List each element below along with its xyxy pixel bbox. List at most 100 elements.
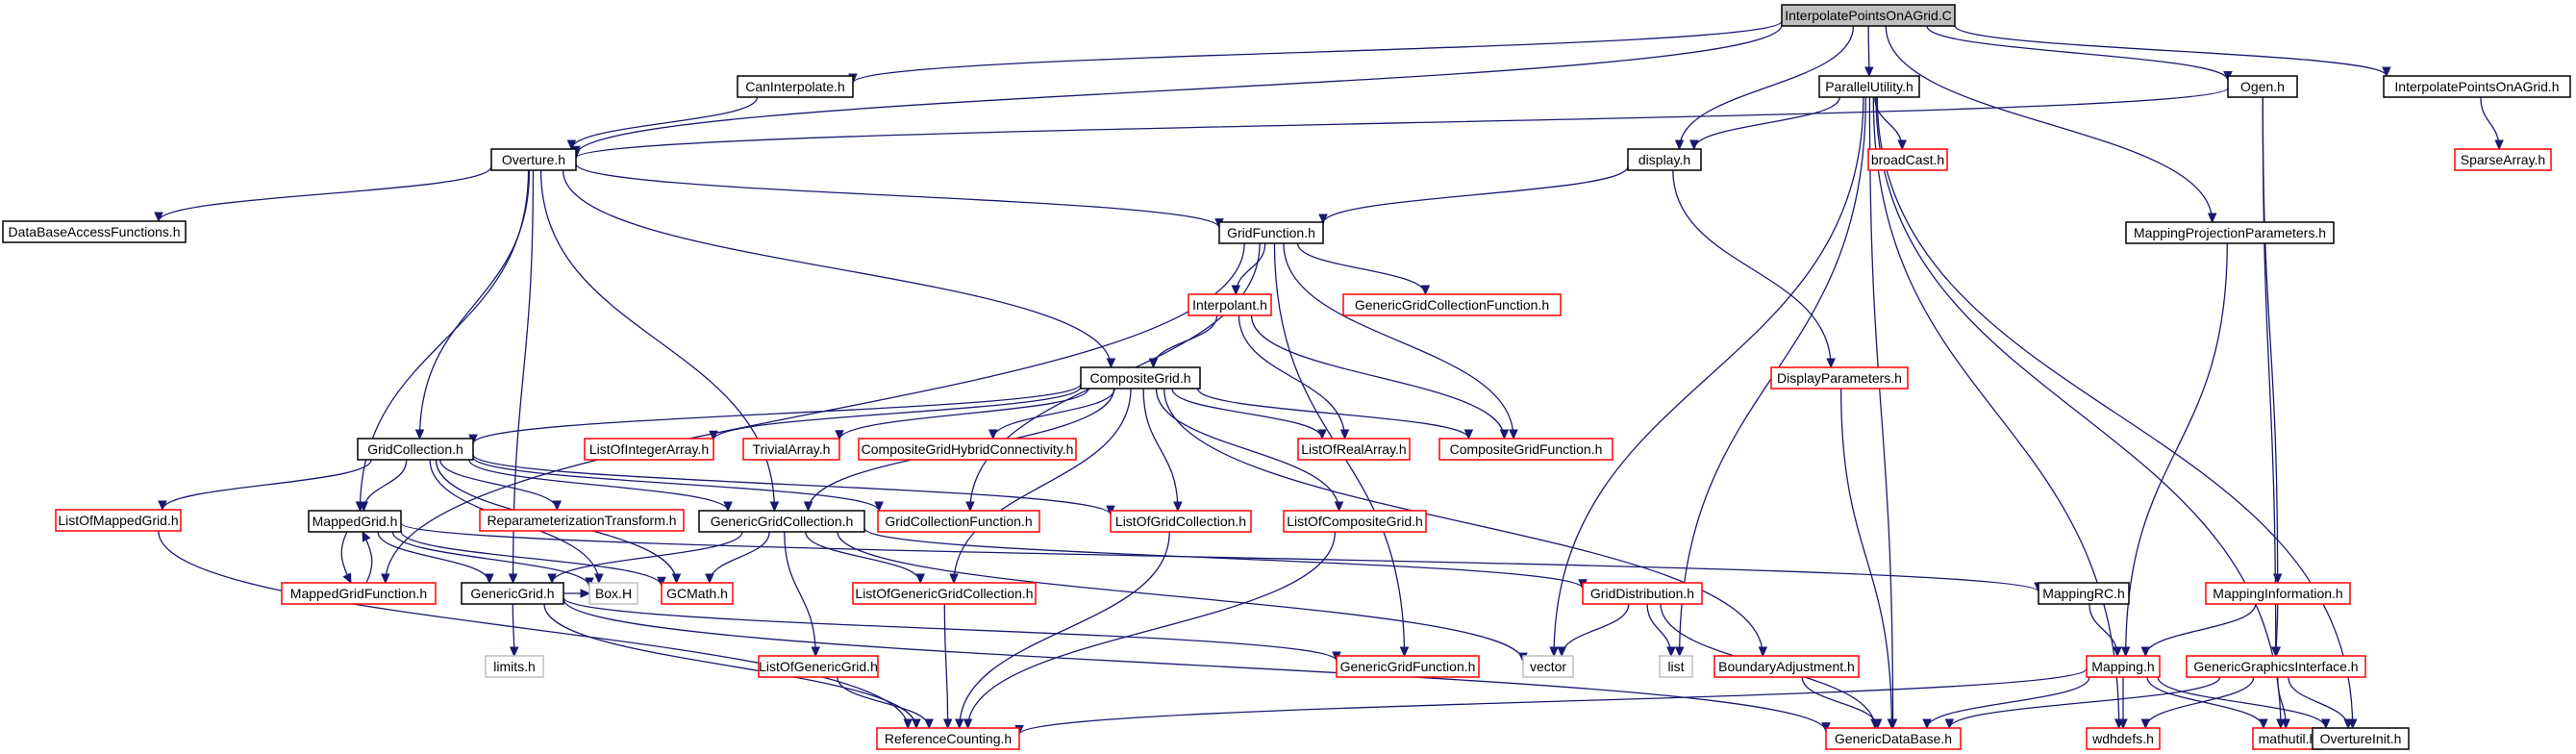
node-box-root <box>1781 4 1956 27</box>
edge-compositegrid-to-listofcompositegrid <box>1155 388 1340 512</box>
node-genericdatabase[interactable]: GenericDataBase.h <box>1825 727 1962 750</box>
arrowhead-parallelutility-to-list <box>1674 646 1685 658</box>
node-gridcollectionfunction[interactable]: GridCollectionFunction.h <box>877 510 1040 533</box>
node-vector[interactable]: vector <box>1522 655 1574 678</box>
arrowhead-compositegrid-to-compositegridhybridconnectivity <box>988 429 998 440</box>
arrowhead-interpolatepointsonagrid_h-to-sparsearray <box>2494 139 2504 151</box>
node-overtureinit[interactable]: OvertureInit.h <box>2312 727 2410 750</box>
node-databaseaccessfunctions[interactable]: DataBaseAccessFunctions.h <box>2 220 187 243</box>
node-list[interactable]: list <box>1659 655 1693 678</box>
node-referencecounting[interactable]: ReferenceCounting.h <box>876 727 1020 750</box>
node-label-boundaryadjustment: BoundaryAdjustment.h <box>1718 659 1855 674</box>
node-genericgrid[interactable]: GenericGrid.h <box>461 582 564 605</box>
node-genericgridcollectionfunction[interactable]: GenericGridCollectionFunction.h <box>1342 293 1562 316</box>
node-interpolatepointsonagrid_h[interactable]: InterpolatePointsOnAGrid.h <box>2383 75 2571 98</box>
arrowhead-gridfunction-to-compositegridfunction <box>1509 429 1518 440</box>
node-box-boundaryadjustment <box>1713 655 1860 678</box>
node-genericgridcollection[interactable]: GenericGridCollection.h <box>698 510 865 533</box>
arrowhead-compositegrid-to-listofcompositegrid <box>1334 501 1344 513</box>
node-wdhdefs[interactable]: wdhdefs.h <box>2086 727 2161 750</box>
node-gcmath[interactable]: GCMath.h <box>661 582 734 605</box>
node-genericgridfunction[interactable]: GenericGridFunction.h <box>1336 655 1480 678</box>
node-box-mapping <box>2086 655 2161 678</box>
arrowhead-genericgraphicsinterface-to-overtureinit <box>2343 718 2353 730</box>
node-listofintegerarray[interactable]: ListOfIntegerArray.h <box>584 438 714 461</box>
node-label-wdhdefs: wdhdefs.h <box>2091 731 2154 746</box>
edge-parallelutility-to-vector <box>1553 96 1864 657</box>
node-sparsearray[interactable]: SparseArray.h <box>2454 148 2552 171</box>
node-gridfunction[interactable]: GridFunction.h <box>1218 221 1324 244</box>
edge-root-to-mappingprojectionparameters <box>1885 25 2213 223</box>
edge-overture-to-genericgrid <box>512 169 535 584</box>
node-box-genericgridcollectionfunction <box>1342 293 1562 316</box>
node-display[interactable]: display.h <box>1627 148 1702 171</box>
node-mappinginformation[interactable]: MappingInformation.h <box>2205 582 2351 605</box>
node-label-root: InterpolatePointsOnAGrid.C <box>1785 8 1952 23</box>
node-compositegrid[interactable]: CompositeGrid.h <box>1080 366 1201 390</box>
node-ogen[interactable]: Ogen.h <box>2227 75 2298 98</box>
node-mappedgridfunction[interactable]: MappedGridFunction.h <box>281 582 437 605</box>
node-box-listofgridcollection <box>1110 510 1252 533</box>
node-boundaryadjustment[interactable]: BoundaryAdjustment.h <box>1713 655 1860 678</box>
arrowhead-genericgrid-to-boxh <box>580 589 591 598</box>
node-label-genericgridcollection: GenericGridCollection.h <box>711 514 854 529</box>
node-box-gridcollection <box>357 438 474 461</box>
node-genericgraphicsinterface[interactable]: GenericGraphicsInterface.h <box>2186 655 2366 678</box>
node-label-mappingprojectionparameters: MappingProjectionParameters.h <box>2134 225 2326 240</box>
node-label-genericgridcollectionfunction: GenericGridCollectionFunction.h <box>1355 297 1549 313</box>
node-listofgenericgrid[interactable]: ListOfGenericGrid.h <box>758 655 879 678</box>
node-label-gridcollectionfunction: GridCollectionFunction.h <box>885 514 1032 529</box>
node-limits[interactable]: limits.h <box>485 655 544 678</box>
node-broadcast[interactable]: broadCast.h <box>1867 148 1948 171</box>
edge-caninterpolate-to-overture <box>570 96 759 150</box>
node-root[interactable]: InterpolatePointsOnAGrid.C <box>1781 4 1956 27</box>
node-mapping[interactable]: Mapping.h <box>2086 655 2161 678</box>
node-displayparameters[interactable]: DisplayParameters.h <box>1770 366 1909 390</box>
node-listofmappedgrid[interactable]: ListOfMappedGrid.h <box>55 509 182 532</box>
node-overture[interactable]: Overture.h <box>490 148 577 171</box>
node-trivialarray[interactable]: TrivialArray.h <box>742 438 840 461</box>
edge-mappedgrid-to-mappingrc <box>400 522 2039 592</box>
arrowhead-parallelutility-to-vector <box>1549 646 1559 658</box>
edge-gridfunction-to-compositegridfunction <box>1283 242 1514 440</box>
arrowhead-genericgrid-to-genericdatabase <box>1821 722 1831 733</box>
node-compositegridfunction[interactable]: CompositeGridFunction.h <box>1438 438 1613 461</box>
node-listofgridcollection[interactable]: ListOfGridCollection.h <box>1110 510 1252 533</box>
node-gridcollection[interactable]: GridCollection.h <box>357 438 474 461</box>
node-reparameterizationtransform[interactable]: ReparameterizationTransform.h <box>479 509 685 532</box>
node-label-caninterpolate: CanInterpolate.h <box>745 79 845 94</box>
edge-overture-to-gridcollection <box>418 169 531 440</box>
node-listofcompositegrid[interactable]: ListOfCompositeGrid.h <box>1283 510 1427 533</box>
node-mappingrc[interactable]: MappingRC.h <box>2038 582 2130 605</box>
node-caninterpolate[interactable]: CanInterpolate.h <box>737 75 854 98</box>
node-label-listofgridcollection: ListOfGridCollection.h <box>1115 514 1246 529</box>
node-compositegridhybridconnectivity[interactable]: CompositeGridHybridConnectivity.h <box>858 438 1077 461</box>
node-box-display <box>1627 148 1702 171</box>
edge-ogen-to-overture <box>575 87 2229 159</box>
node-mathutil[interactable]: mathutil.h <box>2252 727 2323 750</box>
node-mappingprojectionparameters[interactable]: MappingProjectionParameters.h <box>2125 221 2335 244</box>
node-box-mappingrc <box>2038 582 2130 605</box>
arrowhead-compositegrid-to-listofintegerarray <box>709 430 718 441</box>
node-griddistribution[interactable]: GridDistribution.h <box>1582 582 1703 605</box>
node-mappedgrid[interactable]: MappedGrid.h <box>308 510 402 533</box>
node-box-sparsearray <box>2454 148 2552 171</box>
node-listofgenericgridcollection[interactable]: ListOfGenericGridCollection.h <box>852 582 1037 605</box>
node-label-genericgrid: GenericGrid.h <box>470 586 554 601</box>
edge-parallelutility-to-display <box>1693 96 1840 150</box>
arrowhead-gridfunction-to-mappedgridfunction <box>381 573 390 585</box>
arrowhead-compositegrid-to-genericgridcollection <box>803 501 813 513</box>
edge-root-to-ogen <box>1926 25 2229 81</box>
arrowhead-mapping-to-mathutil <box>2259 718 2268 730</box>
node-parallelutility[interactable]: ParallelUtility.h <box>1818 75 1920 98</box>
node-box-interpolant <box>1188 293 1272 316</box>
arrowhead-compositegrid-to-listofgenericgridcollection <box>949 573 959 585</box>
node-interpolant[interactable]: Interpolant.h <box>1188 293 1272 316</box>
edge-compositegrid-to-listofrealarray <box>1171 388 1323 440</box>
node-boxh[interactable]: Box.H <box>588 582 638 605</box>
node-listofrealarray[interactable]: ListOfRealArray.h <box>1297 438 1411 461</box>
arrowhead-compositegrid-to-listofgridcollection <box>1173 501 1183 513</box>
arrowhead-display-to-gridfunction <box>1318 214 1328 225</box>
edge-listofgridcollection-to-referencecounting <box>959 531 1170 729</box>
